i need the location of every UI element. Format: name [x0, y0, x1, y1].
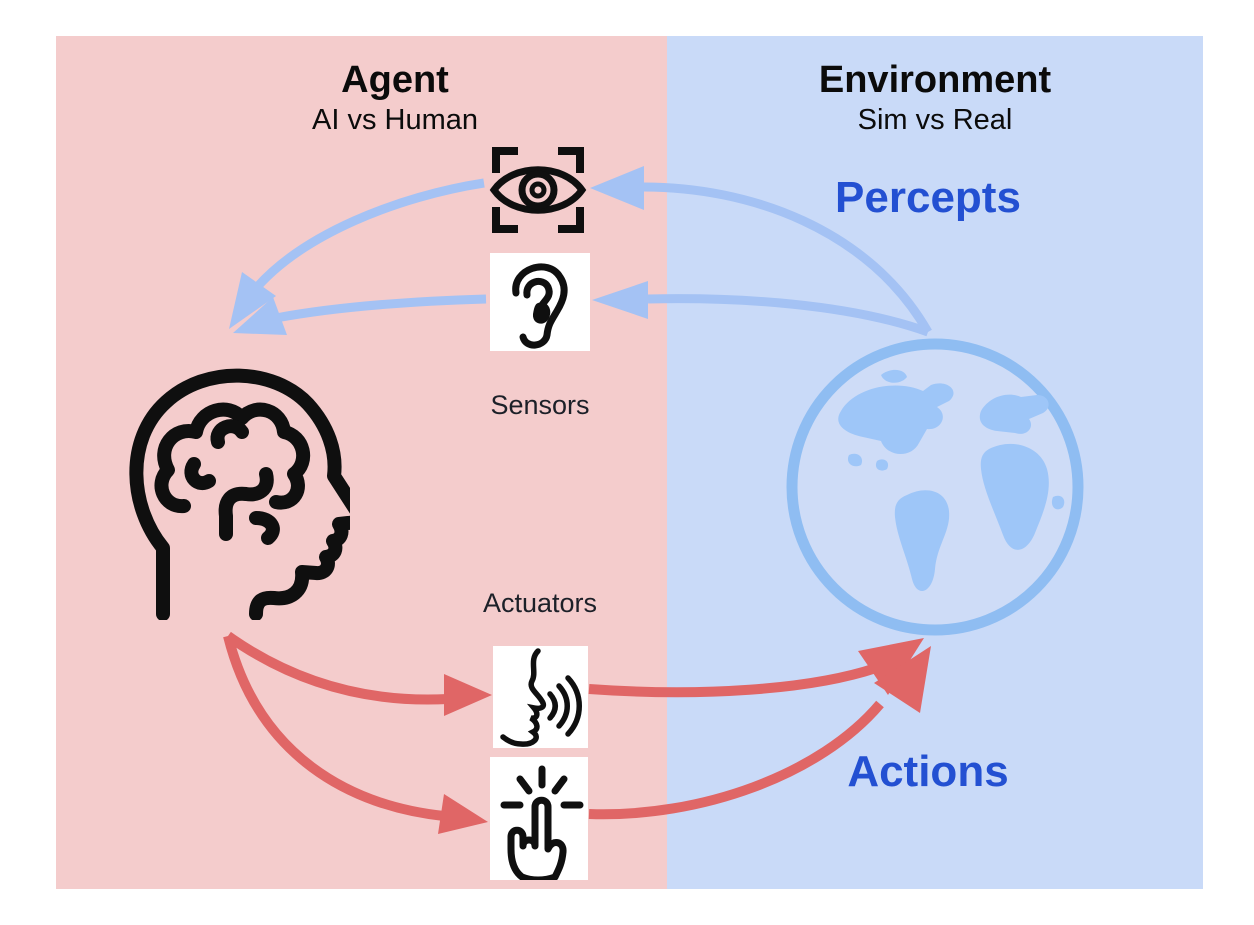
- speaking-face-icon-box: [493, 646, 588, 748]
- environment-title: Environment: [818, 59, 1052, 101]
- ear-icon-box: [490, 253, 590, 351]
- agent-header: Agent AI vs Human: [235, 59, 555, 137]
- globe-icon: [786, 338, 1084, 636]
- environment-header: Environment Sim vs Real: [775, 59, 1095, 137]
- actuators-label: Actuators: [482, 588, 598, 618]
- click-hand-icon: [500, 765, 584, 880]
- actions-label: Actions: [847, 747, 1009, 796]
- ear-icon: [512, 263, 568, 349]
- speaking-face-icon: [500, 648, 582, 747]
- head-brain-icon: [129, 368, 350, 620]
- environment-subtitle: Sim vs Real: [857, 103, 1013, 136]
- sensors-label: Sensors: [490, 390, 590, 420]
- agent-title: Agent: [341, 59, 449, 101]
- click-hand-icon-box: [490, 757, 588, 880]
- percepts-label: Percepts: [835, 173, 1021, 222]
- eye-scan-icon: [489, 147, 587, 233]
- agent-subtitle: AI vs Human: [312, 103, 478, 136]
